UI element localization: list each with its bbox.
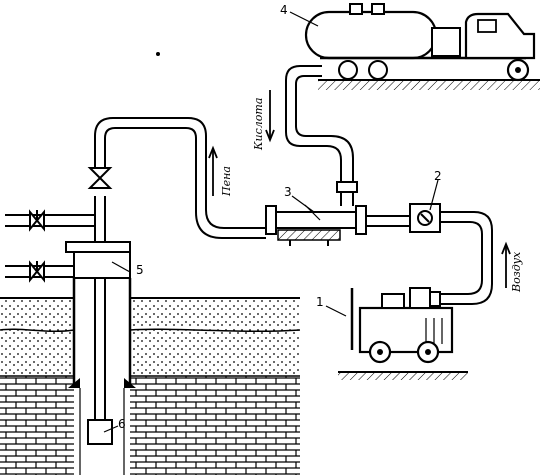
- foam-pipe: [94, 117, 266, 239]
- compressor: [338, 287, 468, 380]
- valve-lower-icon: [29, 260, 45, 283]
- side-line-lower: [5, 265, 74, 278]
- label-truck: 4: [280, 3, 288, 17]
- leader-lines: [103, 11, 439, 433]
- foam-arrow-icon: [208, 145, 218, 196]
- label-mixer: 3: [284, 185, 292, 199]
- well-bore: [65, 196, 136, 475]
- side-line-upper: [5, 214, 95, 227]
- stray-dot: [156, 52, 160, 56]
- flow-label-foam: Пена: [220, 166, 233, 197]
- mixer: [265, 204, 367, 246]
- formation-left: [0, 297, 75, 475]
- flow-label-air: Воздух: [510, 251, 523, 293]
- formation-right: [129, 297, 301, 475]
- label-bottom-tool: 6: [118, 417, 126, 431]
- valve-tubing-icon: [87, 167, 113, 189]
- label-valve-unit: 2: [434, 169, 442, 183]
- label-compressor: 1: [316, 295, 324, 309]
- acid-arrow-icon: [265, 90, 275, 143]
- bottom-tool: [87, 419, 113, 445]
- air-arrow-icon: [501, 241, 511, 288]
- tank-truck: [304, 3, 540, 90]
- label-wellhead: 5: [136, 263, 144, 277]
- flow-label-acid: Кислота: [252, 98, 265, 151]
- valve-upper-icon: [29, 209, 45, 232]
- acid-pipe: [285, 65, 358, 206]
- valve-unit: [409, 203, 441, 233]
- air-pipe: [366, 211, 493, 305]
